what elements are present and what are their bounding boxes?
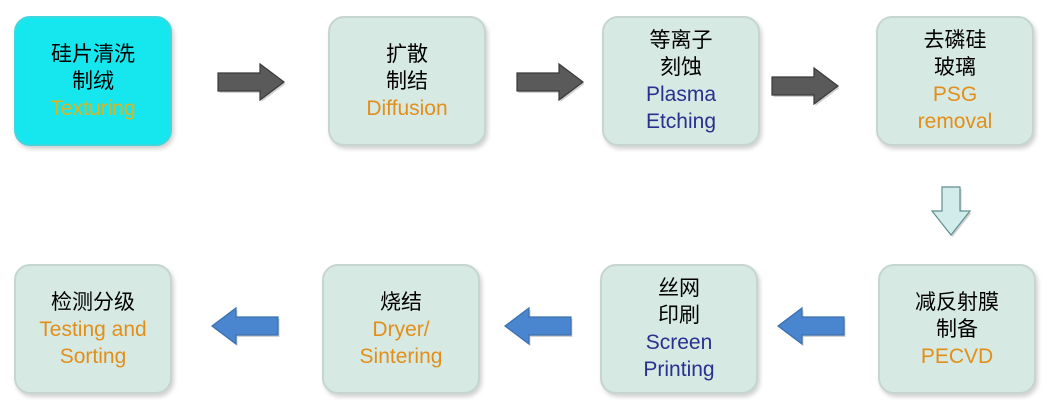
step-english-label: Etching <box>645 110 717 133</box>
step-english-label: Printing <box>643 358 715 381</box>
step-english-label: Dryer/ <box>372 317 430 341</box>
step-diffusion: 扩散制结 Diffusion <box>328 16 486 146</box>
step-chinese-label: 印刷 <box>658 303 700 327</box>
step-chinese-label: 等离子 <box>649 28 713 52</box>
arrow-left-icon <box>776 306 846 346</box>
step-chinese-label: 玻璃 <box>934 55 976 79</box>
arrow-down-icon <box>930 185 972 237</box>
step-english-label: Sorting <box>59 344 127 368</box>
step-chinese-label: 丝网 <box>658 276 700 300</box>
step-chinese-label: 制绒 <box>72 68 114 93</box>
step-english-label: Diffusion <box>366 96 448 120</box>
step-texturing: 硅片清洗制绒 Texturing <box>14 16 172 146</box>
step-english-label: PECVD <box>920 344 994 368</box>
step-chinese-label: 扩散 <box>386 41 428 66</box>
step-english-label: removal <box>917 110 993 133</box>
step-english-label: Texturing <box>50 96 136 120</box>
step-english-label: Sintering <box>359 344 443 368</box>
arrow-left-icon <box>210 306 280 346</box>
step-psg-removal: 去磷硅玻璃 PSG removal <box>876 16 1034 146</box>
step-sintering: 烧结 Dryer/Sintering <box>322 264 480 394</box>
step-chinese-label: 制备 <box>936 316 978 341</box>
arrow-left-icon <box>503 306 573 346</box>
step-chinese-label: 去磷硅 <box>923 28 987 52</box>
arrow-right-icon <box>770 66 840 106</box>
step-chinese-label: 刻蚀 <box>660 55 702 79</box>
step-english-label: Screen <box>645 331 713 354</box>
step-chinese-label: 减反射膜 <box>915 289 999 314</box>
step-chinese-label: 硅片清洗 <box>51 41 135 66</box>
step-english-label: Plasma <box>645 83 717 106</box>
arrow-right-icon <box>515 62 585 102</box>
arrow-right-icon <box>216 62 286 102</box>
step-chinese-label: 烧结 <box>380 289 422 314</box>
step-english-label: Testing and <box>39 317 147 341</box>
step-english-label: PSG <box>932 83 978 106</box>
step-pecvd: 减反射膜制备 PECVD <box>878 264 1036 394</box>
step-chinese-label: 检测分级 <box>51 289 135 314</box>
step-chinese-label: 制结 <box>386 68 428 93</box>
